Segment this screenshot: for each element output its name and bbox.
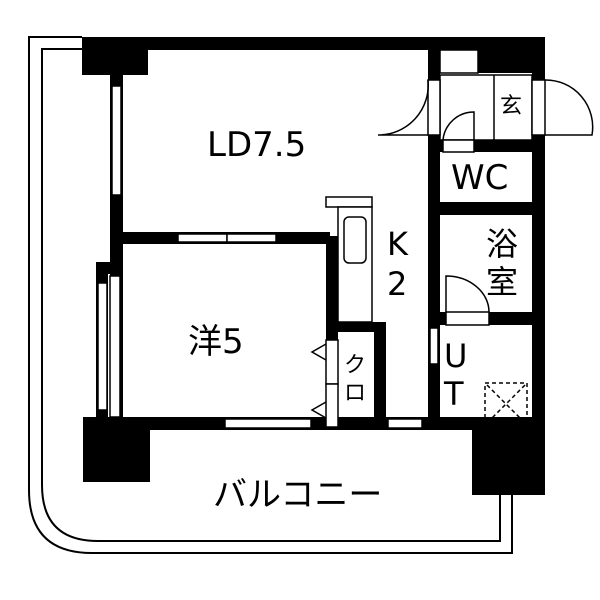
room-label-ut-2: T bbox=[444, 375, 464, 413]
room-label-entrance: 玄 bbox=[500, 94, 523, 119]
room-label-wc: WC bbox=[451, 158, 509, 198]
door-swing-ld bbox=[377, 79, 429, 136]
kitchen-counter bbox=[325, 196, 373, 323]
closet bbox=[310, 339, 339, 428]
closet-door-arrow-icon bbox=[310, 401, 327, 419]
room-label-ld: LD7.5 bbox=[207, 125, 307, 165]
door-swing-front bbox=[544, 79, 594, 136]
door-swing-wc bbox=[442, 111, 475, 141]
balcony-rail-outer bbox=[28, 36, 513, 554]
room-label-bath-2: 室 bbox=[486, 263, 519, 301]
room-label-ut-1: U bbox=[444, 337, 468, 375]
closet-door-arrow-icon bbox=[310, 343, 327, 361]
room-label-western: 洋5 bbox=[188, 322, 244, 362]
room-label-kitchen-2: 2 bbox=[387, 265, 408, 303]
room-label-bath-1: 浴 bbox=[486, 225, 519, 263]
room-label-kitchen-k: K bbox=[387, 225, 408, 263]
room-label-balcony: バルコニー bbox=[213, 475, 383, 515]
door-swing-bath bbox=[445, 275, 490, 313]
windows bbox=[97, 85, 439, 429]
room-label-closet-2: ロ bbox=[344, 381, 367, 406]
washer-space-icon bbox=[484, 382, 528, 426]
room-label-closet-1: ク bbox=[344, 353, 367, 378]
sink-icon bbox=[343, 216, 367, 264]
entrance-area bbox=[377, 49, 594, 326]
balcony-rail-inner bbox=[41, 48, 501, 542]
